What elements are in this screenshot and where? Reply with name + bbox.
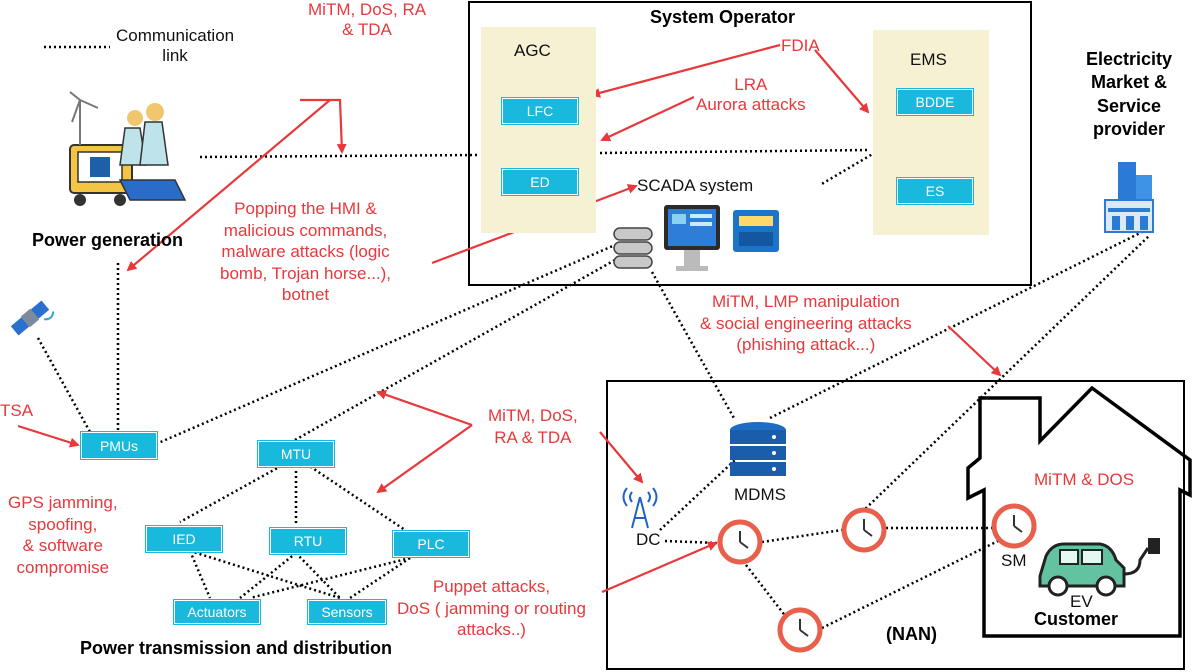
house-outline-icon [966, 385, 1192, 638]
system-operator-title: System Operator [650, 7, 796, 27]
ied-box: IED [145, 525, 223, 553]
communication-links [36, 130, 1151, 630]
server-icon [613, 227, 653, 269]
satellite-icon [10, 300, 55, 336]
scada-label: SCADA system [637, 176, 754, 195]
ev-label: EV [1070, 592, 1093, 611]
rtu-box: RTU [269, 527, 347, 555]
customer-label: Customer [1034, 609, 1119, 629]
bdde-box: BDDE [896, 88, 974, 116]
nan-label: (NAN) [886, 624, 937, 644]
attack-label-top: MiTM, DoS, RA& TDA [308, 0, 427, 40]
building-icon [1104, 162, 1154, 233]
mtu-box: MTU [257, 440, 335, 468]
attack-arrows [17, 43, 1002, 594]
electric-car-icon [1038, 538, 1160, 597]
agc-label: AGC [514, 41, 551, 60]
power-generation-label: Power generation [32, 230, 184, 250]
transmission-label: Power transmission and distribution [80, 638, 393, 658]
router-icon [733, 210, 779, 252]
attack-label-hmi: Popping the HMI &malicious commands,malw… [220, 199, 392, 305]
pmus-box: PMUs [80, 431, 158, 460]
attack-label-fdia: FDIA [781, 36, 820, 55]
agc-panel [481, 27, 596, 233]
ems-label: EMS [910, 50, 947, 69]
attack-label-home: MiTM & DOS [1034, 470, 1135, 489]
sm-label: SM [1001, 551, 1027, 570]
smart-meter-icons [717, 503, 1037, 653]
ed-box: ED [501, 168, 579, 196]
attack-label-lmp: MiTM, LMP manipulation& social engineeri… [700, 292, 912, 355]
plc-box: PLC [392, 530, 470, 558]
power-plant-icon [69, 91, 187, 206]
actuators-box: Actuators [173, 599, 261, 625]
database-icon [730, 422, 786, 476]
mdms-label: MDMS [734, 485, 786, 504]
system-operator-frame [468, 1, 1032, 286]
es-box: ES [896, 177, 974, 205]
nan-frame [606, 380, 1185, 670]
attack-label-mid: MiTM, DoS,RA & TDA [488, 406, 578, 447]
monitor-icon [664, 205, 720, 271]
sensors-box: Sensors [307, 599, 387, 625]
dc-label: DC [636, 530, 661, 549]
antenna-tower-icon [622, 487, 658, 529]
attack-label-tsa: TSA [0, 401, 34, 420]
lfc-box: LFC [501, 97, 579, 125]
